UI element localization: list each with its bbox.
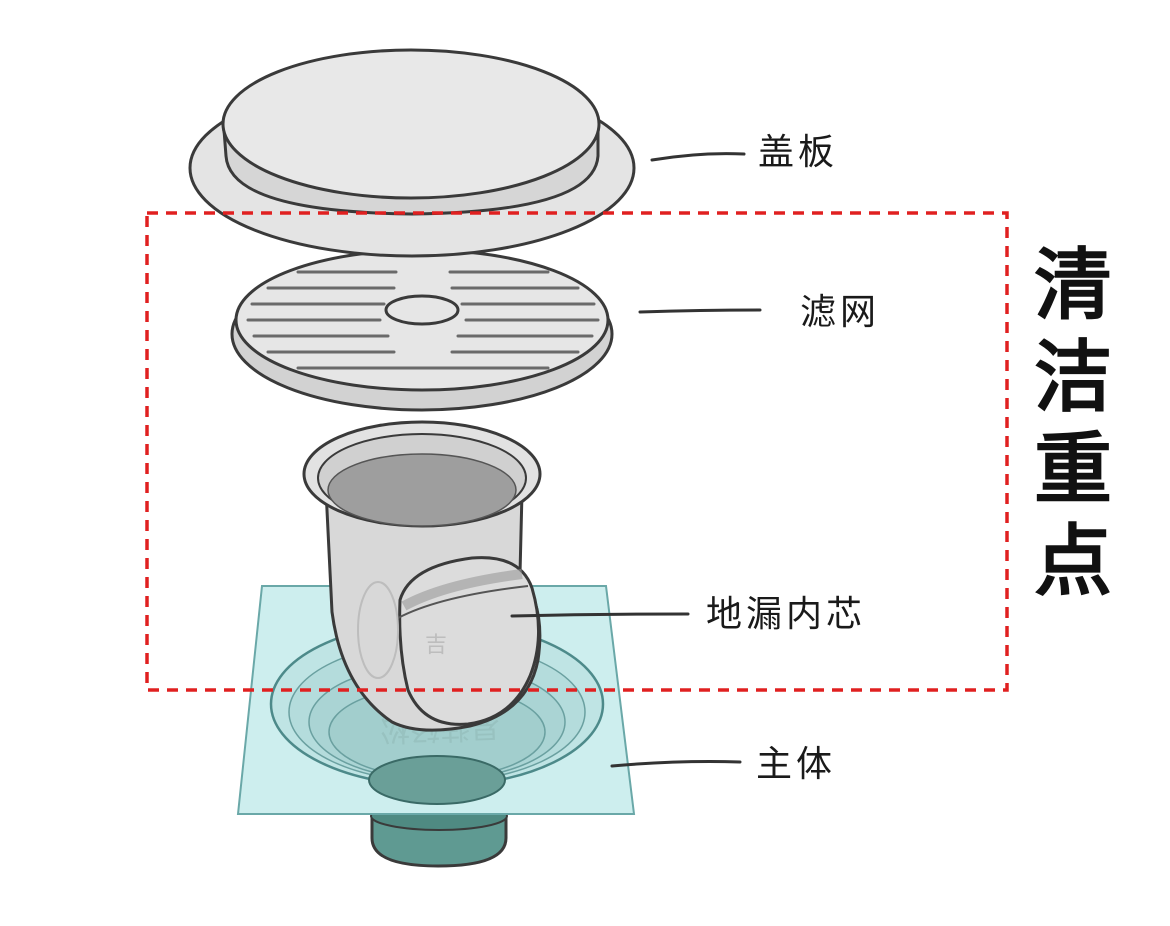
cleaning-focus-box (145, 211, 1009, 692)
cover-label: 盖板 (758, 132, 838, 173)
core-label: 地漏内芯 (706, 594, 866, 635)
title-char: 清 (1034, 241, 1112, 331)
svg-text:吉: 吉 (425, 633, 447, 658)
body-leader-line (610, 760, 742, 768)
core-leader-line (510, 612, 690, 618)
filter-label: 滤网 (800, 292, 880, 333)
title-char: 重 (1034, 425, 1112, 515)
cover-plate-icon (188, 48, 636, 258)
title-char: 点 (1034, 517, 1112, 607)
drain-core-icon: 吉 (302, 420, 542, 732)
body-label: 主体 (756, 744, 836, 785)
filter-leader-line (638, 308, 762, 314)
cover-leader-line (650, 152, 746, 162)
cleaning-focus-title: 清 洁 重 点 (1034, 241, 1112, 607)
title-char: 洁 (1034, 333, 1112, 423)
filter-mesh-icon (230, 248, 614, 412)
